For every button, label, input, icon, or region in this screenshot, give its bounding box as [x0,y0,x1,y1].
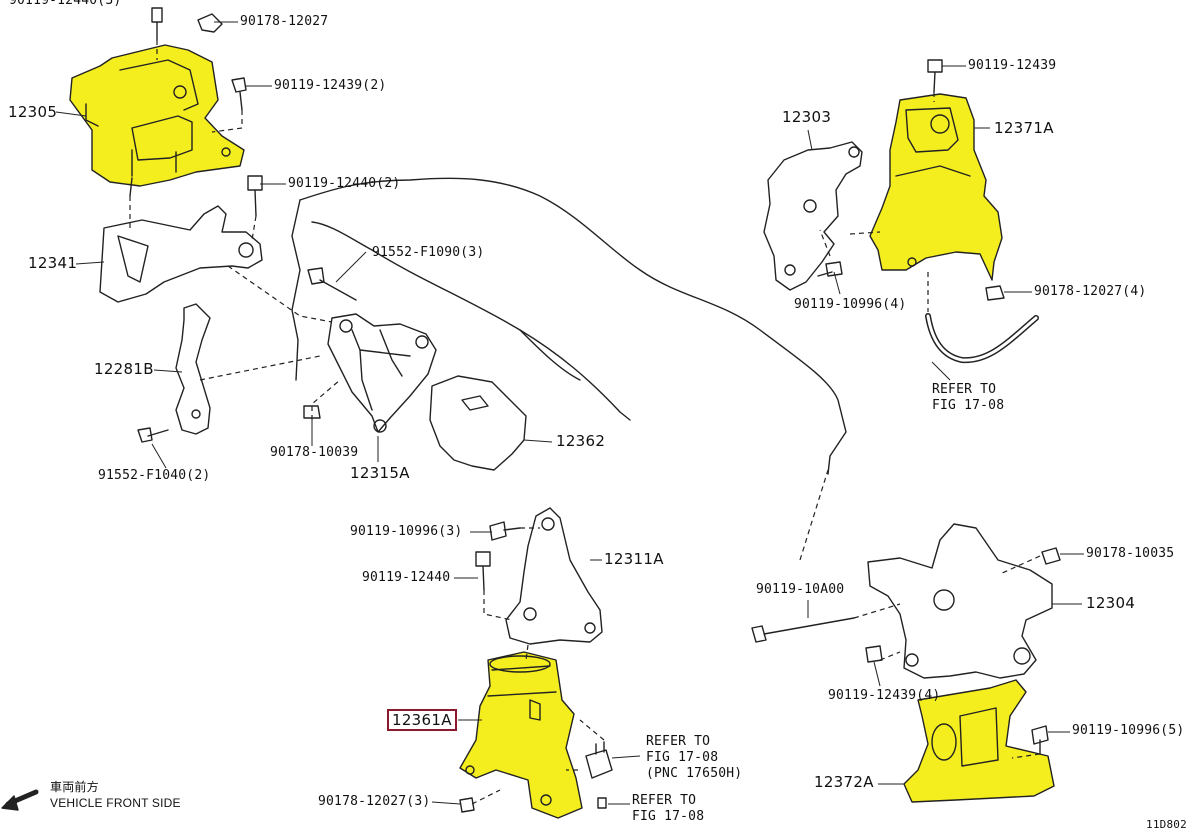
refer-note-line2: FIG 17-08 [932,398,1005,413]
label-90119-10996-4[interactable]: 90119-10996(4) [794,297,907,312]
label-90178-12027[interactable]: 90178-12027 [240,14,329,29]
refer-note-line1: REFER TO [932,382,997,397]
label-12305[interactable]: 12305 [8,103,58,121]
label-90119-12439[interactable]: 90119-12439 [968,58,1057,73]
refer-note-line2: FIG 17-08 [646,750,719,765]
label-90178-10039[interactable]: 90178-10039 [270,445,359,460]
label-12362[interactable]: 12362 [556,432,606,450]
label-12371a[interactable]: 12371A [994,119,1054,137]
label-90119-12440-2[interactable]: 90119-12440(2) [288,176,401,191]
label-12372a[interactable]: 12372A [814,773,874,791]
label-90178-10035[interactable]: 90178-10035 [1086,546,1175,561]
label-91552-f1040-2[interactable]: 91552-F1040(2) [98,468,211,483]
refer-note-line3: (PNC 17650H) [646,766,743,781]
label-90119-10996-3[interactable]: 90119-10996(3) [350,524,463,539]
label-90178-12027-4[interactable]: 90178-12027(4) [1034,284,1147,299]
refer-note-line2: FIG 17-08 [632,809,705,824]
vehicle-front-en: VEHICLE FRONT SIDE [50,796,181,810]
vehicle-front-jp: 車両前方 [50,780,99,794]
label-90178-12027-3[interactable]: 90178-12027(3) [318,794,431,809]
linework [1,7,1061,819]
leader-lines [55,21,1084,805]
label-90119-12439-2[interactable]: 90119-12439(2) [274,78,387,93]
refer-note-hose[interactable]: REFER TO FIG 17-08 [932,382,1004,414]
label-12361a-selected[interactable]: 12361A [387,709,457,731]
label-91552-f1090-3[interactable]: 91552-F1090(3) [372,245,485,260]
refer-note-sensor[interactable]: REFER TO FIG 17-08 (PNC 17650H) [646,734,742,782]
dashed-lines [129,40,1041,805]
label-90119-12440[interactable]: 90119-12440 [362,570,451,585]
label-12311a[interactable]: 12311A [604,550,664,568]
label-12303[interactable]: 12303 [782,108,832,126]
refer-note-line1: REFER TO [632,793,697,808]
label-12281b[interactable]: 12281B [94,360,154,378]
label-12315a[interactable]: 12315A [350,464,410,482]
refer-note-line1: REFER TO [646,734,711,749]
label-12341[interactable]: 12341 [28,254,78,272]
label-90119-12440-3[interactable]: 90119-12440(3) [9,0,122,8]
label-90119-10996-5[interactable]: 90119-10996(5) [1072,723,1185,738]
refer-note-clip[interactable]: REFER TO FIG 17-08 [632,793,704,825]
label-90119-12439-4[interactable]: 90119-12439(4) [828,688,941,703]
diagram-code: 11D802 [1146,818,1187,830]
label-12304[interactable]: 12304 [1086,594,1136,612]
highlight-areas [70,45,1054,818]
label-90119-10a00[interactable]: 90119-10A00 [756,582,845,597]
